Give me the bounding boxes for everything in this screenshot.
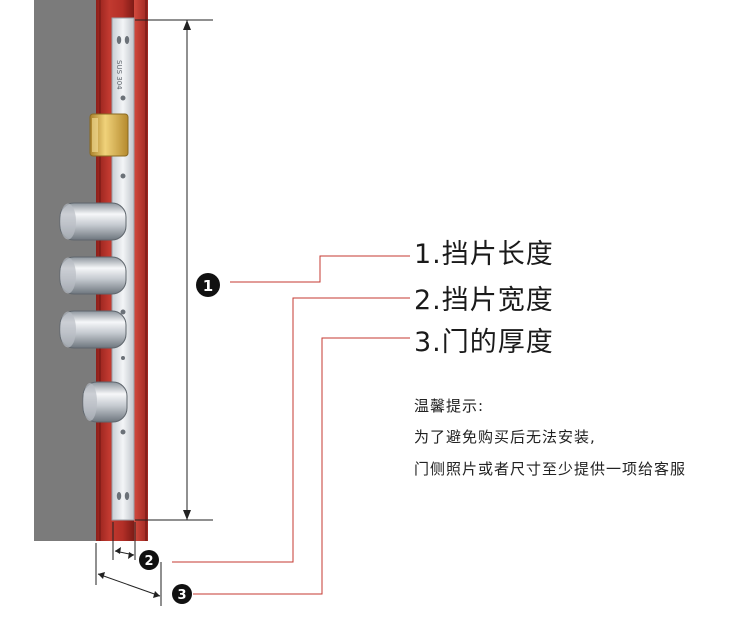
latch-bolt bbox=[89, 113, 129, 157]
badge-2-number: 2 bbox=[144, 554, 153, 569]
badge-3: 3 bbox=[172, 584, 192, 604]
deadbolt-4 bbox=[82, 381, 128, 423]
thickness-label: 3.门的厚度 bbox=[414, 327, 554, 358]
door-edge bbox=[134, 0, 148, 541]
badge-1: 1 bbox=[196, 273, 220, 297]
notice-title: 温馨提示: bbox=[414, 397, 485, 415]
width-label: 2.挡片宽度 bbox=[414, 285, 554, 316]
deadbolt-2 bbox=[59, 256, 127, 295]
notice-line-1: 为了避免购买后无法安装, bbox=[414, 428, 596, 446]
plate-screws bbox=[116, 36, 130, 500]
badge-3-number: 3 bbox=[177, 588, 186, 603]
deadbolt-1 bbox=[59, 202, 127, 241]
badge-2: 2 bbox=[139, 550, 159, 570]
thickness-dimension bbox=[95, 543, 162, 606]
deadbolt-3 bbox=[59, 310, 127, 349]
plate-stamp-text: SUS 304 bbox=[115, 60, 123, 90]
length-dimension bbox=[135, 19, 213, 521]
badge-1-number: 1 bbox=[203, 277, 213, 295]
length-label: 1.挡片长度 bbox=[414, 239, 554, 270]
notice-line-2: 门侧照片或者尺寸至少提供一项给客服 bbox=[414, 460, 687, 478]
width-dimension bbox=[112, 522, 136, 560]
leader-lines bbox=[172, 255, 410, 595]
